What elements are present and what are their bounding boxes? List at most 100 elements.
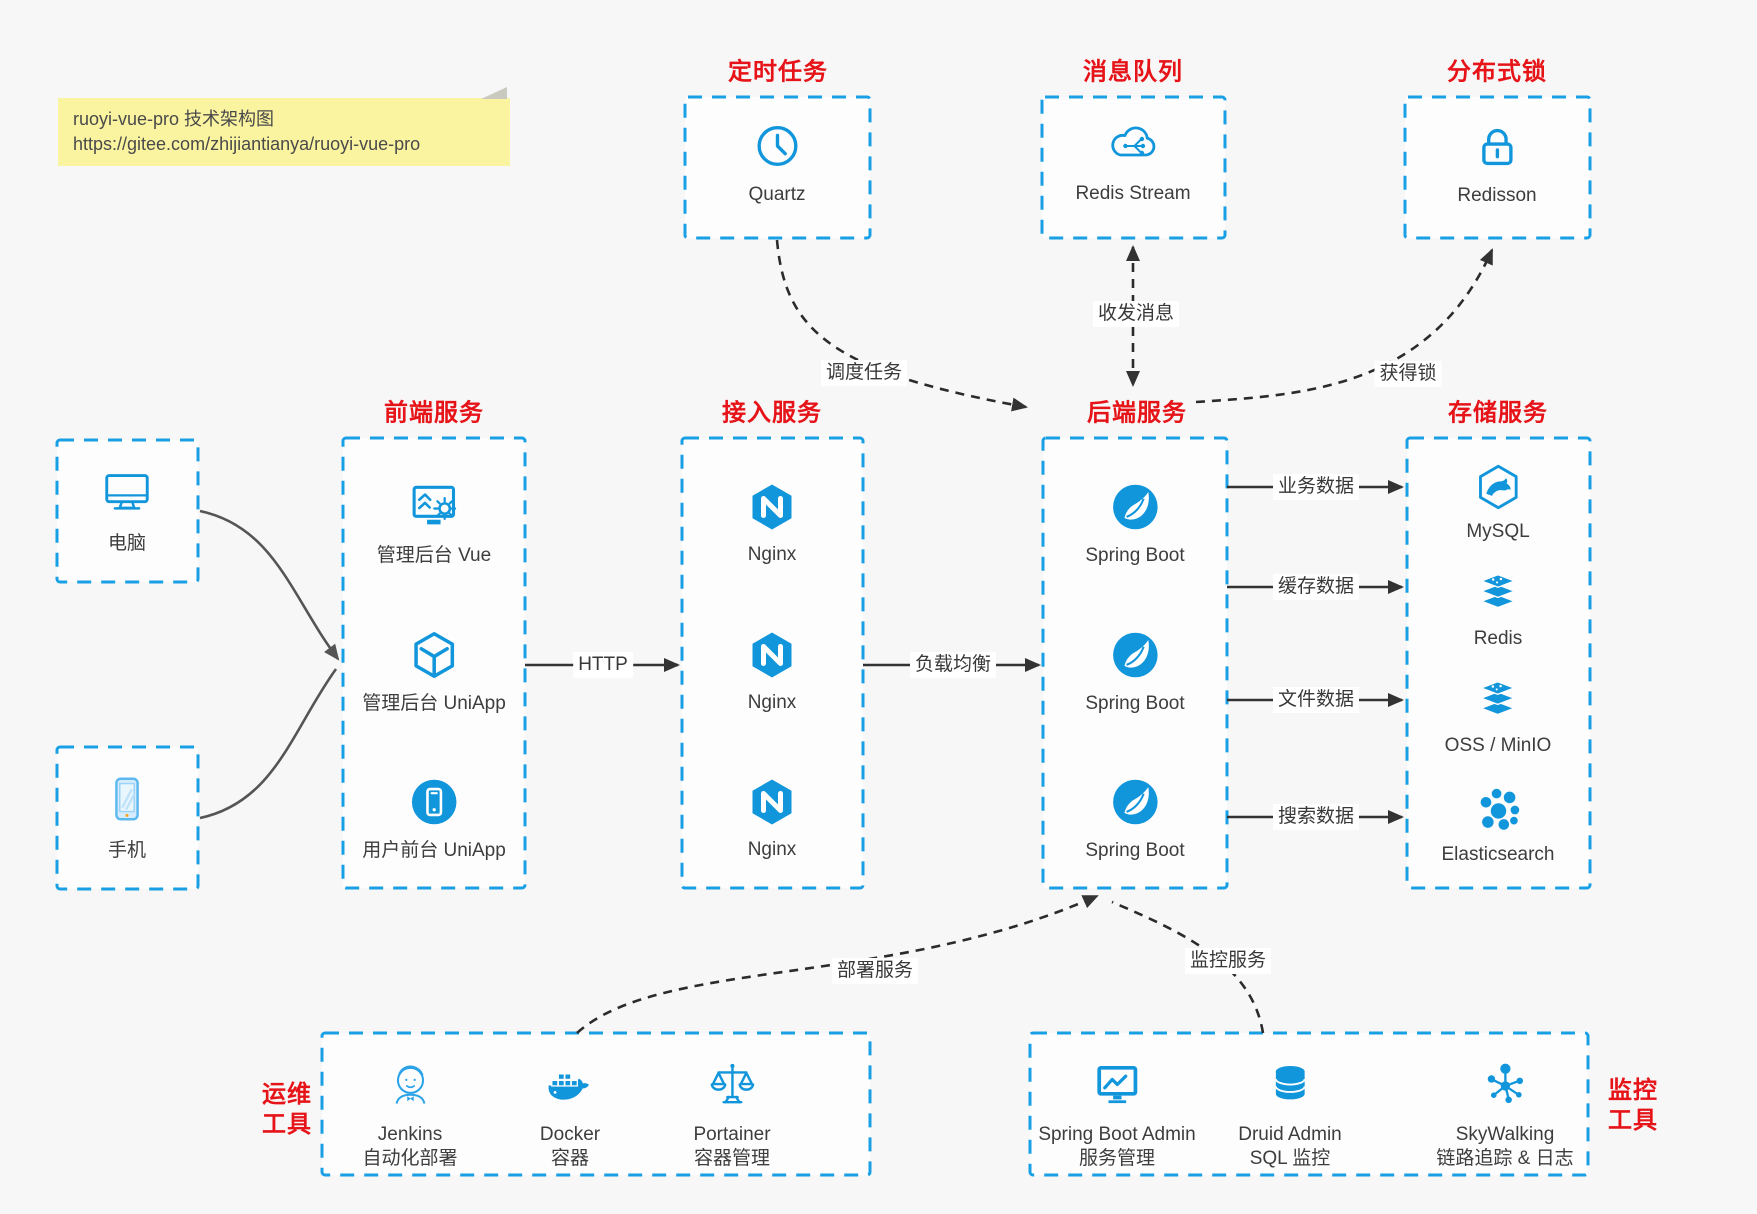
item-label: Redis Stream: [1075, 183, 1191, 204]
edge-phone-frontend: [199, 668, 338, 820]
druid-icon: [1264, 1059, 1316, 1111]
item-spring-boot-admin: Spring Boot Admin 服务管理: [1038, 1059, 1196, 1171]
item-nginx-2: Nginx: [744, 627, 800, 715]
item-mysql: MySQL: [1466, 460, 1530, 544]
item-label: 用户前台 UniApp: [362, 840, 506, 861]
item-spring-boot-3: Spring Boot: [1085, 773, 1185, 863]
mobile-icon: [100, 772, 154, 826]
skywalking-icon: [1479, 1059, 1531, 1111]
jenkins-icon: [384, 1059, 436, 1111]
edge-label-send-receive-message: 收发消息: [1092, 301, 1180, 327]
lock-icon: [1470, 120, 1524, 174]
item-user-uniapp: 用户前台 UniApp: [362, 773, 506, 863]
box-monitoring: [1028, 1031, 1590, 1177]
item-nginx-1: Nginx: [744, 479, 800, 567]
title-scheduler: 定时任务: [728, 58, 828, 86]
edge-label-cache-data: 缓存数据: [1272, 574, 1360, 600]
title-mq: 消息队列: [1083, 58, 1183, 86]
box-lock: [1403, 95, 1592, 240]
item-elasticsearch: Elasticsearch: [1442, 783, 1555, 867]
note-url: https://gitee.com/zhijiantianya/ruoyi-vu…: [73, 134, 421, 154]
item-quartz: Quartz: [748, 119, 806, 207]
item-label: Nginx: [747, 692, 797, 713]
item-sublabel: 容器管理: [693, 1148, 771, 1169]
item-sublabel: SQL 监控: [1249, 1148, 1331, 1169]
spring-boot-admin-icon: [1091, 1059, 1143, 1111]
item-label: Nginx: [747, 544, 797, 565]
item-oss-minio: OSS / MinIO: [1444, 674, 1552, 758]
edge-label-load-balance: 负载均衡: [909, 652, 997, 678]
item-spring-boot-1: Spring Boot: [1085, 478, 1185, 568]
title-storage: 存储服务: [1448, 399, 1548, 427]
item-label: Redisson: [1457, 185, 1537, 206]
item-label: Nginx: [747, 839, 797, 860]
spring-boot-icon: [1106, 773, 1164, 831]
admin-vue-icon: [405, 478, 463, 536]
clock-icon: [750, 119, 804, 173]
box-pc: [55, 438, 200, 584]
edge-label-acquire-lock: 获得锁: [1374, 361, 1442, 387]
item-redis-stream: Redis Stream: [1075, 116, 1191, 206]
item-druid-admin: Druid Admin SQL 监控: [1238, 1059, 1342, 1171]
title-ops: 运维 工具: [262, 1081, 312, 1138]
edge-label-search-data: 搜索数据: [1272, 804, 1360, 830]
mysql-icon: [1471, 460, 1525, 514]
note-title: ruoyi-vue-pro 技术架构图: [73, 109, 275, 129]
item-label: Spring Boot: [1085, 545, 1185, 566]
desktop-icon: [100, 465, 154, 519]
edge-label-monitor-service: 监控服务: [1184, 948, 1272, 974]
item-phone: 手机: [100, 772, 154, 863]
nginx-icon: [744, 627, 800, 683]
item-skywalking: SkyWalking 链路追踪 & 日志: [1436, 1059, 1574, 1171]
nginx-icon: [744, 774, 800, 830]
cloud-stream-icon: [1105, 116, 1161, 172]
item-admin-vue: 管理后台 Vue: [377, 478, 491, 568]
item-sublabel: 服务管理: [1078, 1148, 1155, 1169]
item-label: Redis: [1473, 628, 1523, 649]
item-label: MySQL: [1466, 521, 1530, 542]
item-label: Spring Boot: [1085, 840, 1185, 861]
item-label: Docker: [539, 1124, 601, 1145]
item-sublabel: 容器: [550, 1148, 589, 1169]
item-portainer: Portainer 容器管理: [693, 1059, 771, 1171]
item-label: Quartz: [748, 184, 806, 205]
item-sublabel: 链路追踪 & 日志: [1436, 1148, 1574, 1169]
elasticsearch-icon: [1471, 783, 1525, 837]
item-label: OSS / MinIO: [1444, 735, 1552, 756]
edge-label-file-data: 文件数据: [1272, 687, 1360, 713]
title-monitoring: 监控 工具: [1608, 1077, 1658, 1134]
item-docker: Docker 容器: [540, 1059, 600, 1171]
item-pc: 电脑: [100, 465, 154, 556]
item-label: SkyWalking: [1455, 1124, 1555, 1145]
title-gateway: 接入服务: [722, 399, 822, 427]
item-label: 管理后台 Vue: [376, 545, 492, 566]
title-backend: 后端服务: [1087, 399, 1187, 427]
item-jenkins: Jenkins 自动化部署: [362, 1059, 458, 1171]
item-label: Portainer: [693, 1124, 771, 1145]
item-redisson: Redisson: [1457, 120, 1537, 208]
item-sublabel: 自动化部署: [362, 1148, 458, 1169]
title-frontend: 前端服务: [384, 399, 484, 427]
item-nginx-3: Nginx: [744, 774, 800, 862]
edge-pc-frontend: [199, 509, 340, 661]
item-label: Druid Admin: [1238, 1124, 1342, 1145]
item-label: Jenkins: [377, 1124, 443, 1145]
edge-label-deploy-service: 部署服务: [831, 958, 919, 984]
title-lock: 分布式锁: [1447, 58, 1547, 86]
box-storage: [1405, 436, 1592, 890]
edge-label-schedule-task: 调度任务: [820, 360, 908, 386]
sticky-note: ruoyi-vue-pro 技术架构图 https://gitee.com/zh…: [58, 87, 510, 166]
item-label: 手机: [107, 840, 146, 861]
oss-icon: [1471, 674, 1525, 728]
item-spring-boot-2: Spring Boot: [1085, 626, 1185, 716]
box-scheduler: [683, 95, 872, 240]
item-label: Elasticsearch: [1441, 844, 1555, 865]
spring-boot-icon: [1106, 478, 1164, 536]
item-admin-uniapp: 管理后台 UniApp: [362, 626, 506, 716]
edge-label-business-data: 业务数据: [1272, 474, 1360, 500]
box-mq: [1040, 95, 1227, 240]
item-label: Spring Boot Admin: [1038, 1124, 1196, 1145]
edge-acquire-lock: [1195, 248, 1494, 404]
redis-icon: [1471, 567, 1525, 621]
